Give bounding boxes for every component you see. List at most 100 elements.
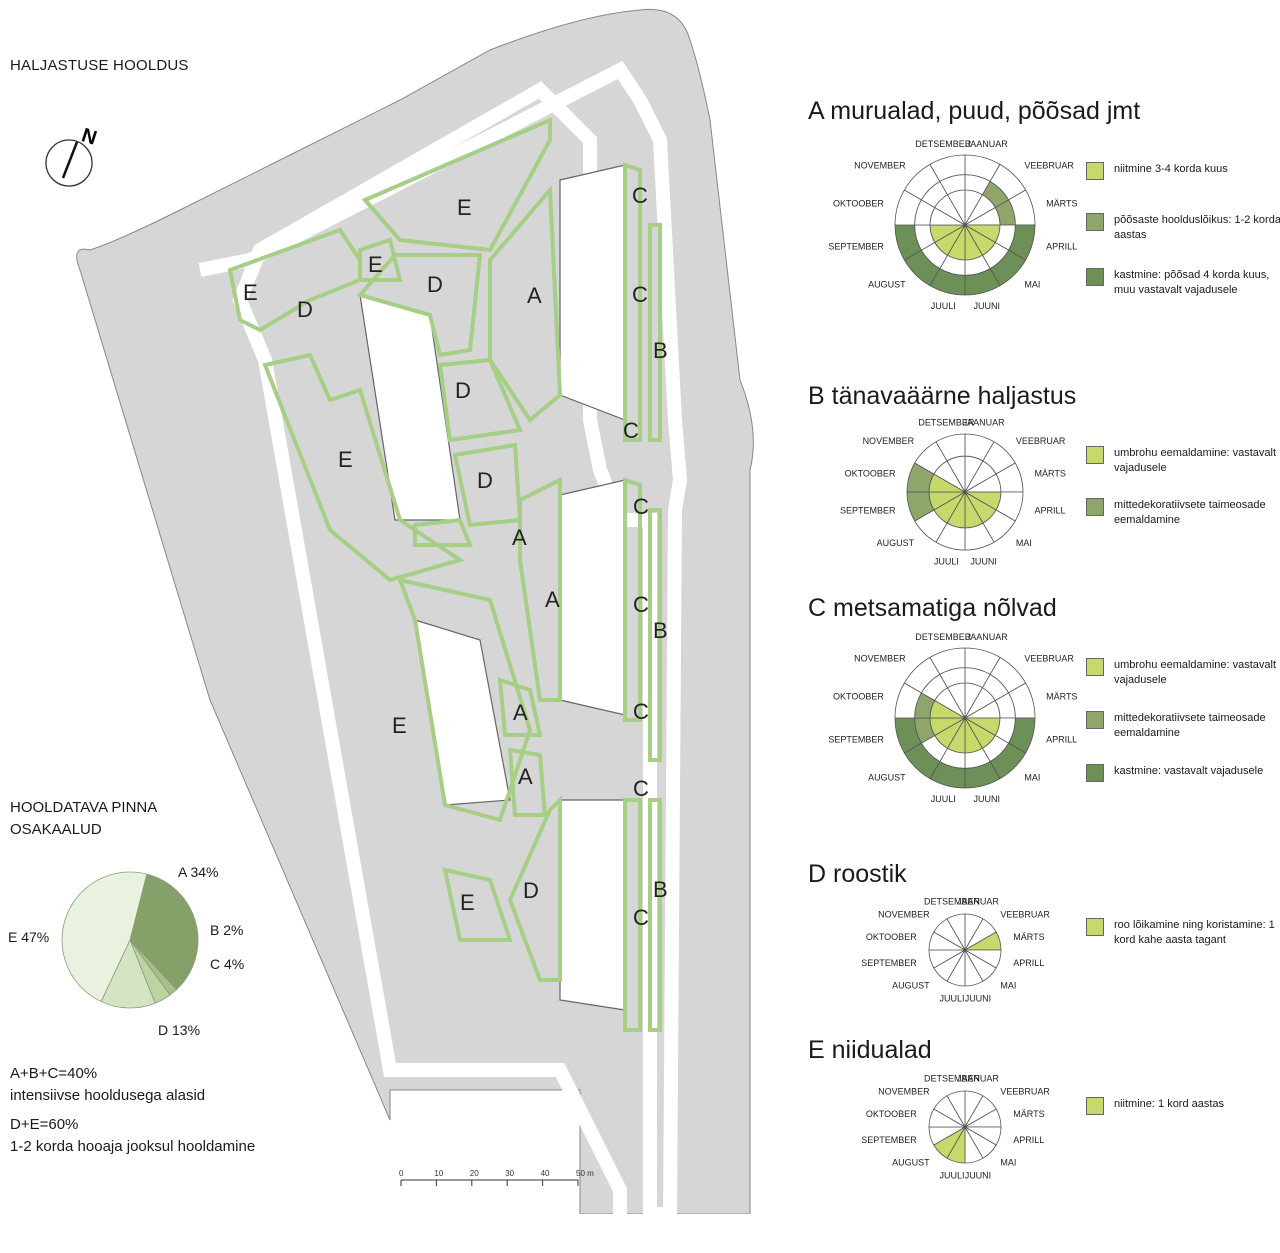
scale-tick-label: 30 <box>505 1169 514 1178</box>
area-share-heading-line1: HOOLDATAVA PINNA <box>10 799 158 816</box>
month-label-2: MÄRTS <box>1035 468 1066 478</box>
month-label-3: APRILL <box>1013 958 1044 968</box>
legend-swatch <box>1086 162 1104 180</box>
month-label-4: MAI <box>1024 279 1040 289</box>
month-label-1: VEEBRUAR <box>1000 1087 1050 1097</box>
map-zone-label-e: E <box>457 195 472 220</box>
map-zone-label-d: D <box>427 272 443 297</box>
month-label-9: OKTOOBER <box>833 198 884 208</box>
month-label-11: DETSEMBER <box>915 632 972 642</box>
intensive-note-text: intensiivse hooldusega alasid <box>10 1087 206 1104</box>
legend-item: niitmine: 1 kord aastas <box>1086 1097 1280 1115</box>
month-label-5: JUUNI <box>973 301 1000 311</box>
month-label-0: JAANUAR <box>963 417 1006 427</box>
month-label-9: OKTOOBER <box>845 468 896 478</box>
area-share-pie-chart: A 34%B 2%C 4%D 13%E 47% <box>8 864 244 1038</box>
legend-item: mittedekoratiivsete taimeosade eemaldami… <box>1086 711 1280 741</box>
month-label-10: NOVEMBER <box>854 654 906 664</box>
wheel-sector <box>946 1090 966 1129</box>
pie-slice-e <box>61 871 148 1003</box>
month-label-3: APRILL <box>1046 242 1077 252</box>
map-zone-label-c: C <box>623 418 639 443</box>
month-label-4: MAI <box>1016 538 1032 548</box>
legend-swatch <box>1086 213 1104 231</box>
schedule-title-1: B tänavaäärne haljastus <box>808 382 1077 410</box>
legend-text: umbrohu eemaldamine: vastavalt vajadusel… <box>1114 447 1277 474</box>
map-zone-label-c: C <box>633 592 649 617</box>
map-zone-label-a: A <box>518 764 533 789</box>
month-label-11: DETSEMBER <box>924 1074 981 1084</box>
schedule-wheel-0: JAANUARVEEBRUARMÄRTSAPRILLMAIJUUNIJUULIA… <box>828 139 1077 311</box>
schedule-wheel-4: JAANUARVEEBRUARMÄRTSAPRILLMAIJUUNIJUULIA… <box>861 1074 1050 1181</box>
schedule-wheel-2: JAANUARVEEBRUARMÄRTSAPRILLMAIJUUNIJUULIA… <box>828 632 1077 804</box>
wheel-sector <box>935 433 966 462</box>
month-label-2: MÄRTS <box>1013 1109 1044 1119</box>
legend-text: kastmine: põõsad 4 korda kuus, muu vasta… <box>1114 269 1270 296</box>
month-label-2: MÄRTS <box>1046 691 1077 701</box>
month-label-7: AUGUST <box>877 538 915 548</box>
map-ground <box>76 8 754 1214</box>
legend-text: mittedekoratiivsete taimeosade eemaldami… <box>1114 499 1266 526</box>
month-label-8: SEPTEMBER <box>828 735 884 745</box>
map-zone-label-b: B <box>653 338 668 363</box>
month-label-4: MAI <box>1024 772 1040 782</box>
month-label-6: JUULI <box>940 1170 965 1180</box>
pie-slice-d <box>100 938 156 1009</box>
schedule-title-2: C metsamatiga nõlvad <box>808 594 1057 622</box>
month-label-1: VEEBRUAR <box>1024 161 1074 171</box>
month-label-4: MAI <box>1000 1157 1016 1167</box>
legend-text: niitmine 3-4 korda kuus <box>1114 163 1228 175</box>
legend-swatch <box>1086 446 1104 464</box>
month-label-8: SEPTEMBER <box>828 242 884 252</box>
legend-item: mittedekoratiivsete taimeosade eemaldami… <box>1086 498 1280 528</box>
legend-item: põõsaste hoolduslõikus: 1-2 korda aastas <box>1086 213 1280 243</box>
page-title: HALJASTUSE HOOLDUS <box>10 57 189 74</box>
month-label-8: SEPTEMBER <box>861 1135 917 1145</box>
north-circle <box>45 139 93 187</box>
map-zone-label-e: E <box>460 890 475 915</box>
month-label-10: NOVEMBER <box>863 436 915 446</box>
month-label-0: JAANUAR <box>966 632 1009 642</box>
month-label-6: JUULI <box>940 993 965 1003</box>
map-zone-label-e: E <box>243 280 258 305</box>
month-label-1: VEEBRUAR <box>1000 910 1050 920</box>
map-zone-label-e: E <box>392 713 407 738</box>
schedule-title-4: E niidualad <box>808 1036 932 1064</box>
month-label-11: DETSEMBER <box>915 139 972 149</box>
month-label-1: VEEBRUAR <box>1016 436 1066 446</box>
map-zone-label-b: B <box>653 618 668 643</box>
month-label-4: MAI <box>1000 980 1016 990</box>
month-label-9: OKTOOBER <box>866 932 917 942</box>
month-label-6: JUULI <box>934 557 959 567</box>
map-zone-label-d: D <box>297 297 313 322</box>
scale-tick-label: 50 m <box>576 1169 594 1178</box>
extensive-note-formula: D+E=60% <box>10 1116 79 1133</box>
extensive-note-text: 1-2 korda hooaja jooksul hooldamine <box>10 1138 256 1155</box>
wheel-sector <box>929 154 966 182</box>
map-zone-label-c: C <box>632 183 648 208</box>
map-zone-label-c: C <box>632 282 648 307</box>
legend-text: roo lõikamine ning koristamine: 1 kord k… <box>1114 919 1275 946</box>
schedule-title-0: A murualad, puud, põõsad jmt <box>808 97 1141 125</box>
map-zone-label-c: C <box>633 776 649 801</box>
map-zone-label-d: D <box>523 878 539 903</box>
month-label-3: APRILL <box>1046 735 1077 745</box>
month-label-3: APRILL <box>1035 506 1066 516</box>
map-zone-label-c: C <box>633 905 649 930</box>
month-label-10: NOVEMBER <box>854 161 906 171</box>
month-label-9: OKTOOBER <box>833 691 884 701</box>
pie-label-c: C 4% <box>210 956 244 972</box>
map-zone-label-b: B <box>653 877 668 902</box>
wheel-sector <box>929 647 966 675</box>
month-label-7: AUGUST <box>892 980 930 990</box>
month-label-1: VEEBRUAR <box>1024 654 1074 664</box>
legend-swatch <box>1086 764 1104 782</box>
month-label-6: JUULI <box>931 301 956 311</box>
schedule-wheel-3: JAANUARVEEBRUARMÄRTSAPRILLMAIJUUNIJUULIA… <box>861 897 1050 1004</box>
month-label-10: NOVEMBER <box>878 1087 930 1097</box>
month-label-7: AUGUST <box>868 279 906 289</box>
legend-text: kastmine: vastavalt vajadusele <box>1114 765 1264 777</box>
